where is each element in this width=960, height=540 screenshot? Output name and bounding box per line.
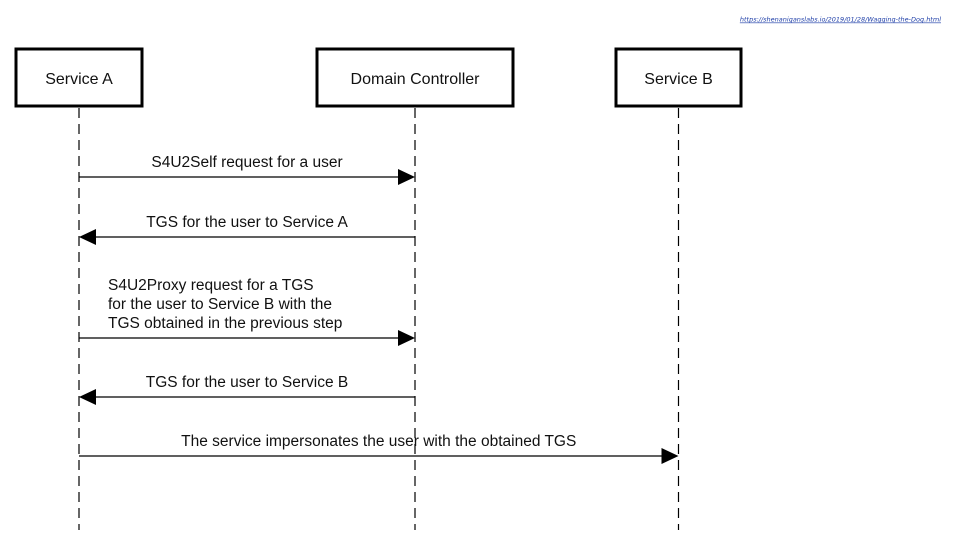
- arrowhead-icon: [398, 169, 415, 185]
- lifelines: [78, 108, 680, 530]
- message-label: S4U2Self request for a user: [151, 154, 342, 171]
- actor-label: Service B: [644, 71, 712, 88]
- arrowhead-icon: [79, 229, 96, 245]
- message-2: TGS for the user to Service A: [79, 214, 415, 245]
- message-3: S4U2Proxy request for a TGS for the user …: [79, 277, 415, 346]
- message-label: TGS for the user to Service A: [146, 214, 348, 231]
- actor-box: [614, 47, 743, 108]
- message-label: The service impersonates the user with t…: [181, 433, 576, 450]
- message-5: The service impersonates the user with t…: [79, 433, 679, 464]
- actor-label: Service A: [45, 71, 113, 88]
- message-4: TGS for the user to Service B: [79, 374, 415, 405]
- actors: Service A Domain Controller Service B: [14, 47, 743, 108]
- actor-service-b: Service B: [614, 47, 743, 108]
- actor-domain-controller: Domain Controller: [315, 47, 515, 108]
- actor-box: [315, 47, 515, 108]
- message-label: TGS obtained in the previous step: [108, 315, 342, 332]
- arrowhead-icon: [398, 330, 415, 346]
- arrowhead-icon: [79, 389, 96, 405]
- actor-label: Domain Controller: [351, 71, 481, 88]
- message-label: S4U2Proxy request for a TGS: [108, 277, 314, 294]
- source-link[interactable]: https://shenaniganslabs.io/2019/01/28/Wa…: [740, 16, 941, 24]
- arrowhead-icon: [661, 448, 679, 464]
- message-1: S4U2Self request for a user: [79, 154, 415, 185]
- message-label: TGS for the user to Service B: [146, 374, 348, 391]
- actor-box: [14, 47, 144, 108]
- actor-service-a: Service A: [14, 47, 144, 108]
- message-label: for the user to Service B with the: [108, 296, 332, 313]
